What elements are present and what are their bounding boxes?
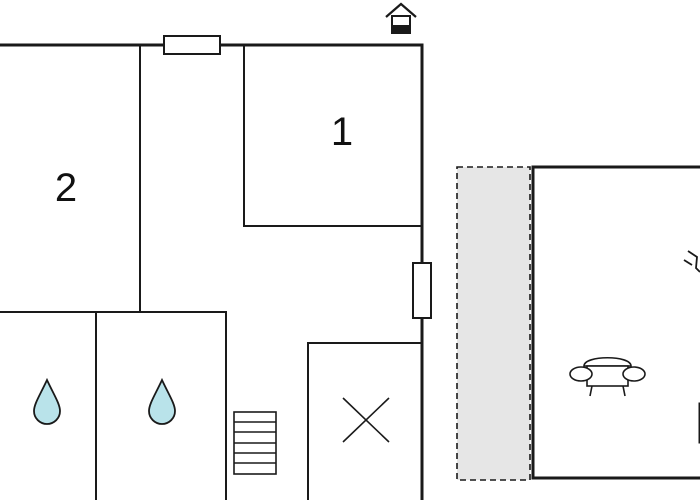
water-drop-icon — [33, 377, 61, 425]
window-top — [163, 35, 221, 55]
room-1-label: 1 — [331, 110, 353, 154]
main-building-walls — [0, 43, 424, 500]
water-drop-icon — [148, 377, 176, 425]
annex-building-walls — [531, 165, 700, 480]
house-entrance-icon — [385, 2, 417, 34]
void-room — [307, 342, 422, 500]
terrace — [456, 166, 531, 481]
bathroom-2 — [96, 311, 227, 500]
room-1-partition — [243, 45, 422, 227]
stairs-icon — [233, 411, 277, 475]
window-right — [412, 262, 432, 319]
room-2-label: 2 — [55, 166, 77, 210]
armchair-icon — [569, 357, 646, 397]
plant-icon — [683, 250, 700, 273]
cross-icon — [342, 397, 390, 443]
